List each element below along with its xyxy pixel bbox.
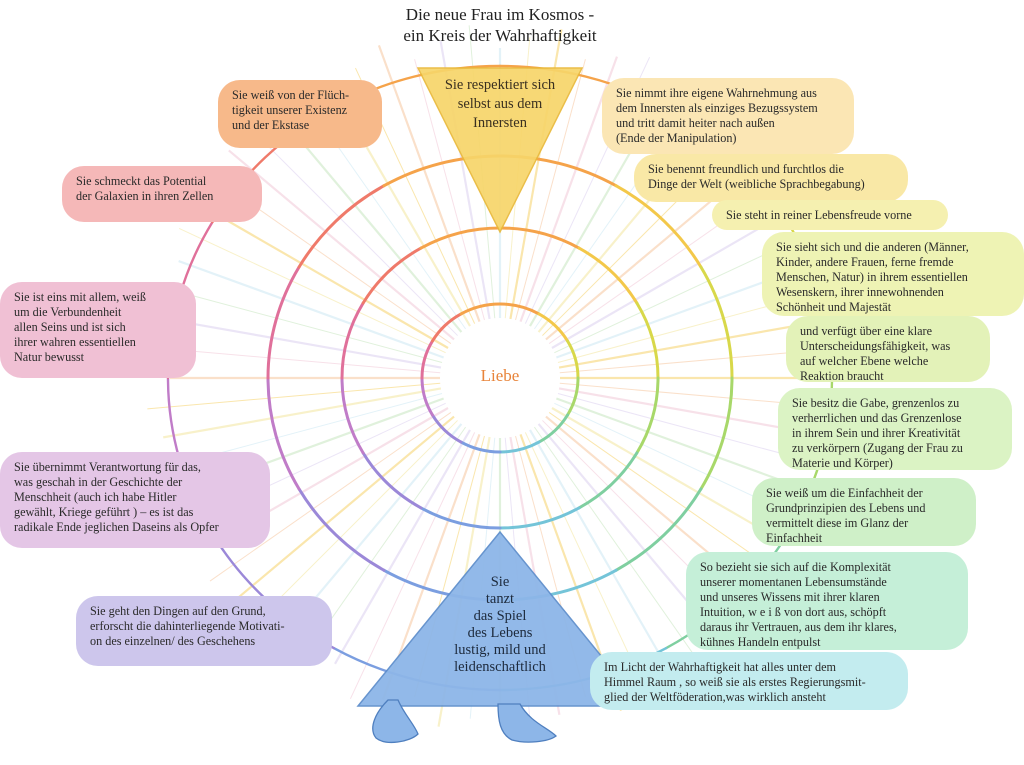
bubble-galaxien: Sie schmeckt das Potential der Galaxien … [62,166,262,222]
sun-ray [163,387,442,439]
bubble-grund: Sie geht den Dingen auf den Grund, erfor… [76,596,332,666]
ring-segment [459,440,502,454]
sun-ray [334,429,471,665]
ring-segment [340,301,365,380]
bubble-sieht: Sie sieht sich und die anderen (Männer, … [762,232,1024,316]
ring-segment [297,487,386,572]
sun-ray [151,315,442,369]
bubble-lebensfreude: Sie steht in reiner Lebensfreude vorne [712,200,948,230]
sun-ray [557,393,819,464]
ring-segment [566,339,580,380]
ring-segment [537,312,570,343]
sun-ray [524,432,645,689]
sun-ray [213,212,449,349]
bubble-einfachheit: Sie weiß um die Einfachheit der Grundpri… [752,478,976,546]
sun-ray [266,144,458,336]
ring-segment [430,413,463,444]
ring-segment [498,440,541,454]
ring-segment [266,376,301,491]
sun-ray [159,347,441,374]
feet-icon [372,699,557,744]
sun-ray [534,426,704,669]
bubble-komplexitaet: So bezieht sie sich auf die Komplexität … [686,552,968,650]
sun-ray [349,432,476,700]
ring-segment [419,506,502,530]
title-line-2: ein Kreis der Wahrhaftigkeit [403,26,597,45]
ring-segment [699,265,734,380]
ring-segment [430,312,463,343]
sun-ray [237,415,455,599]
ring-segment [361,451,423,510]
bubble-licht: Im Licht der Wahrhaftigkeit hat alles un… [590,652,908,710]
sun-ray [209,412,452,582]
bubble-benennt: Sie benennt freundlich und furchtlos die… [634,154,908,202]
sun-ray [178,227,446,354]
sun-ray [178,259,444,359]
pyramid-text: Sie tanzt das Spiel des Lebens lustig, m… [454,574,546,675]
ring-segment [498,506,581,530]
ring-segment [614,184,703,269]
sun-ray [548,412,781,575]
ring-segment [635,301,660,380]
ring-segment [537,413,570,444]
ring-segment [614,487,703,572]
ring-segment [699,376,734,491]
bubble-verantwortung: Sie übernimmt Verantwortung für das, was… [0,452,270,548]
bubble-eins: Sie ist eins mit allem, weiß um die Verb… [0,282,196,378]
ring-segment [420,376,434,417]
title-line-1: Die neue Frau im Kosmos - [405,5,595,24]
ring-segment [420,339,434,380]
sun-ray [147,382,441,410]
ring-segment [635,376,660,455]
ring-segment [498,226,581,250]
top-triangle-text: Sie respektiert sich selbst aus dem Inne… [444,77,556,131]
ring-segment [498,302,541,316]
ring-segment [340,376,365,455]
sun-ray [515,59,586,321]
bubble-gabe: Sie besitz die Gabe, grenzenlos zu verhe… [778,388,1012,470]
sun-ray [551,212,787,349]
ring-segment [577,246,639,305]
bubble-fluechtigkeit: Sie weiß von der Flüch- tigkeit unserer … [218,80,382,148]
ring-segment [577,451,639,510]
bubble-unterscheidung: und verfügt über eine klare Unterscheidu… [786,316,990,383]
sun-ray [377,44,481,322]
sun-ray [551,407,787,544]
center-label: Liebe [480,366,520,385]
sun-ray [279,115,463,333]
sun-ray [529,429,666,665]
ring-segment [566,376,580,417]
sun-ray [266,420,458,612]
sun-ray [228,149,455,341]
top-triangle-shape [416,67,584,234]
bubble-wahrnehmung: Sie nimmt ihre eigene Wahrnehmung aus de… [602,78,854,154]
ring-segment [419,226,502,250]
ring-segment [266,265,301,380]
sun-ray [519,56,619,322]
ring-segment [459,302,502,316]
sun-ray [414,59,485,321]
sun-ray [181,393,443,464]
ring-segment [297,184,386,269]
diagram-title: Die neue Frau im Kosmos - ein Kreis der … [320,4,680,46]
ring-segment [361,246,423,305]
sun-ray [181,292,443,363]
